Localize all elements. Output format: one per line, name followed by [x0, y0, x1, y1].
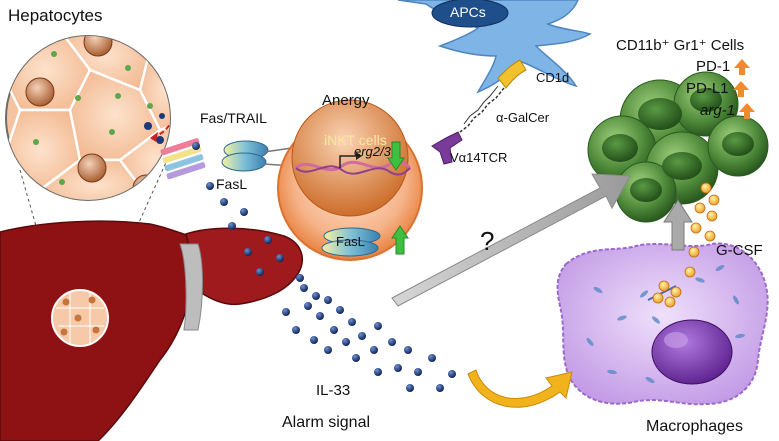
- unknown-mechanism-label: ?: [480, 226, 495, 256]
- va14tcr-receptor: [431, 131, 463, 165]
- increase-arrow-icon: [734, 58, 751, 75]
- apc-cell: [397, 0, 592, 94]
- inkt-cells-label: iNKT cells: [324, 132, 387, 148]
- liver: [0, 220, 304, 441]
- cd11b-gr1-label: CD11b⁺ Gr1⁺ Cells: [616, 37, 745, 54]
- apc-nucleus: [431, 0, 509, 28]
- alarm-signal-label: Alarm signal: [282, 414, 371, 431]
- cd1d-label: CD1d: [536, 70, 570, 85]
- hepatocyte-magnified-view: [5, 35, 171, 201]
- gcsf-particles: [652, 182, 720, 308]
- inkt-nucleus: [291, 99, 409, 217]
- cd11b-gr1-cell-cluster: [587, 71, 769, 223]
- alpha-galcer-label: α-GalCer: [496, 110, 550, 125]
- macrophage-nucleus: [651, 319, 733, 385]
- gcsf-label: G-CSF: [716, 242, 763, 259]
- fasl-outer-label: FasL: [216, 176, 248, 192]
- increase-arrow-icon: [739, 102, 756, 119]
- arg1-row: arg-1: [700, 102, 756, 119]
- inkt-cell: [277, 99, 423, 261]
- fasl-ligand: [221, 140, 293, 172]
- pdl1-row: PD-L1: [686, 80, 749, 97]
- anergy-label: Anergy: [322, 92, 370, 109]
- increase-arrow-icon: [732, 80, 749, 97]
- macrophages-label: Macrophages: [646, 418, 743, 435]
- hepatocyte-nucleus: [83, 36, 113, 57]
- pd1-label: PD-1: [696, 58, 731, 75]
- fas-trail-label: Fas/TRAIL: [200, 110, 267, 126]
- migration-arrow: [391, 173, 631, 307]
- erg-label: erg2/3: [354, 144, 391, 159]
- apcs-label: APCs: [450, 4, 486, 20]
- fas-trail-receptors: [160, 138, 206, 180]
- hepatocytes-label: Hepatocytes: [8, 6, 103, 25]
- il33-particles: [192, 142, 456, 392]
- increase-arrow-icon: [387, 141, 405, 171]
- gcsf-recruit-arrow: [663, 199, 693, 251]
- alpha-galcer-chain: [459, 87, 505, 133]
- hepatocyte-nucleus: [132, 174, 160, 200]
- il33-label: IL-33: [316, 382, 351, 399]
- cd1d-molecule: [497, 59, 527, 89]
- hepatocyte-nucleus: [25, 77, 55, 107]
- increase-arrow-icon: [391, 225, 409, 255]
- pd1-row: PD-1: [696, 58, 751, 75]
- macrophage-cell: [556, 242, 769, 406]
- pdl1-label: PD-L1: [686, 80, 729, 97]
- inner-fasl: [321, 227, 381, 257]
- differentiation-arrow: [467, 369, 573, 408]
- fasl-inner-label: FasL: [336, 234, 365, 249]
- va14tcr-label: Vα14TCR: [450, 150, 508, 165]
- hepatocyte-nucleus: [77, 153, 107, 183]
- arg1-label: arg-1: [700, 102, 736, 119]
